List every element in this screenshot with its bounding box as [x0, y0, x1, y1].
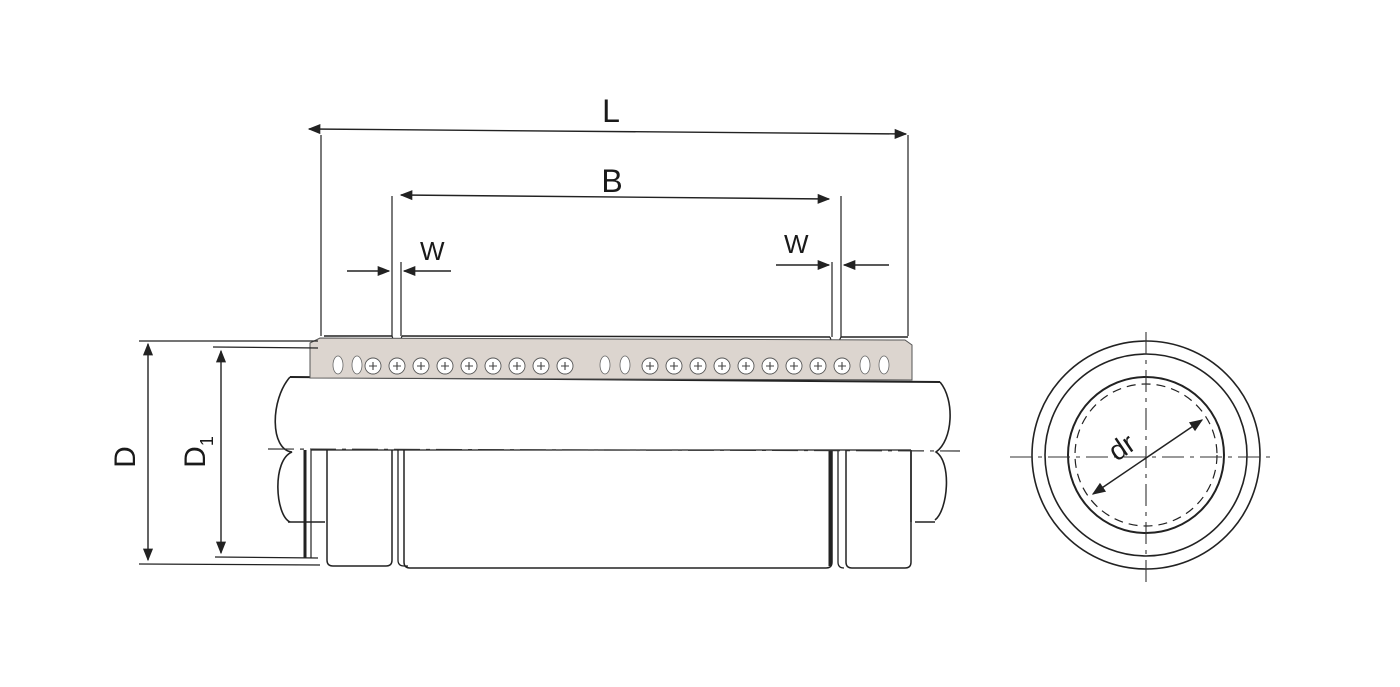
label-D1-main: D — [179, 446, 212, 468]
ball-cross — [489, 362, 497, 370]
cage-slot — [351, 355, 363, 375]
label-W-left: W — [420, 236, 445, 266]
cage-slot — [619, 355, 631, 375]
bearing-section-top — [309, 335, 913, 381]
label-W-right: W — [784, 229, 809, 259]
ball-cross — [670, 362, 678, 370]
dimension-L: L — [307, 93, 909, 336]
cage-slot — [859, 355, 871, 375]
ball-cross — [814, 362, 822, 370]
dimension-D: D — [109, 340, 321, 566]
end-view: dr — [1010, 332, 1272, 582]
ball-cross — [742, 362, 750, 370]
ball-cross — [369, 362, 377, 370]
ball-cross — [766, 362, 774, 370]
ball-cross — [465, 362, 473, 370]
bearing-body — [303, 449, 912, 569]
dimension-D1: D1 — [179, 346, 319, 559]
ball-cross — [513, 362, 521, 370]
dimension-B: B — [391, 163, 842, 337]
label-D1-sub: 1 — [197, 436, 217, 446]
cage-slot — [332, 355, 344, 375]
side-view: L B W W D — [109, 93, 961, 569]
dimension-dr: dr — [1091, 419, 1204, 495]
ball-row — [332, 355, 890, 375]
label-L: L — [602, 93, 620, 129]
dimension-W-left: W — [347, 236, 451, 336]
label-B: B — [601, 163, 622, 199]
ball-cross — [790, 362, 798, 370]
ball-cross — [393, 362, 401, 370]
center-line — [267, 448, 961, 452]
ball-cross — [838, 362, 846, 370]
ball-cross — [537, 362, 545, 370]
label-dr: dr — [1103, 427, 1141, 467]
label-D: D — [109, 446, 142, 468]
ball-cage — [309, 337, 913, 381]
label-D1: D1 — [179, 436, 217, 468]
ball-cross — [646, 362, 654, 370]
ball-cross — [561, 362, 569, 370]
ball-cross — [417, 362, 425, 370]
ball-cross — [441, 362, 449, 370]
ball-cross — [718, 362, 726, 370]
cage-slot — [878, 355, 890, 375]
cage-slot — [599, 355, 611, 375]
ball-cross — [694, 362, 702, 370]
dimension-W-right: W — [776, 229, 889, 337]
